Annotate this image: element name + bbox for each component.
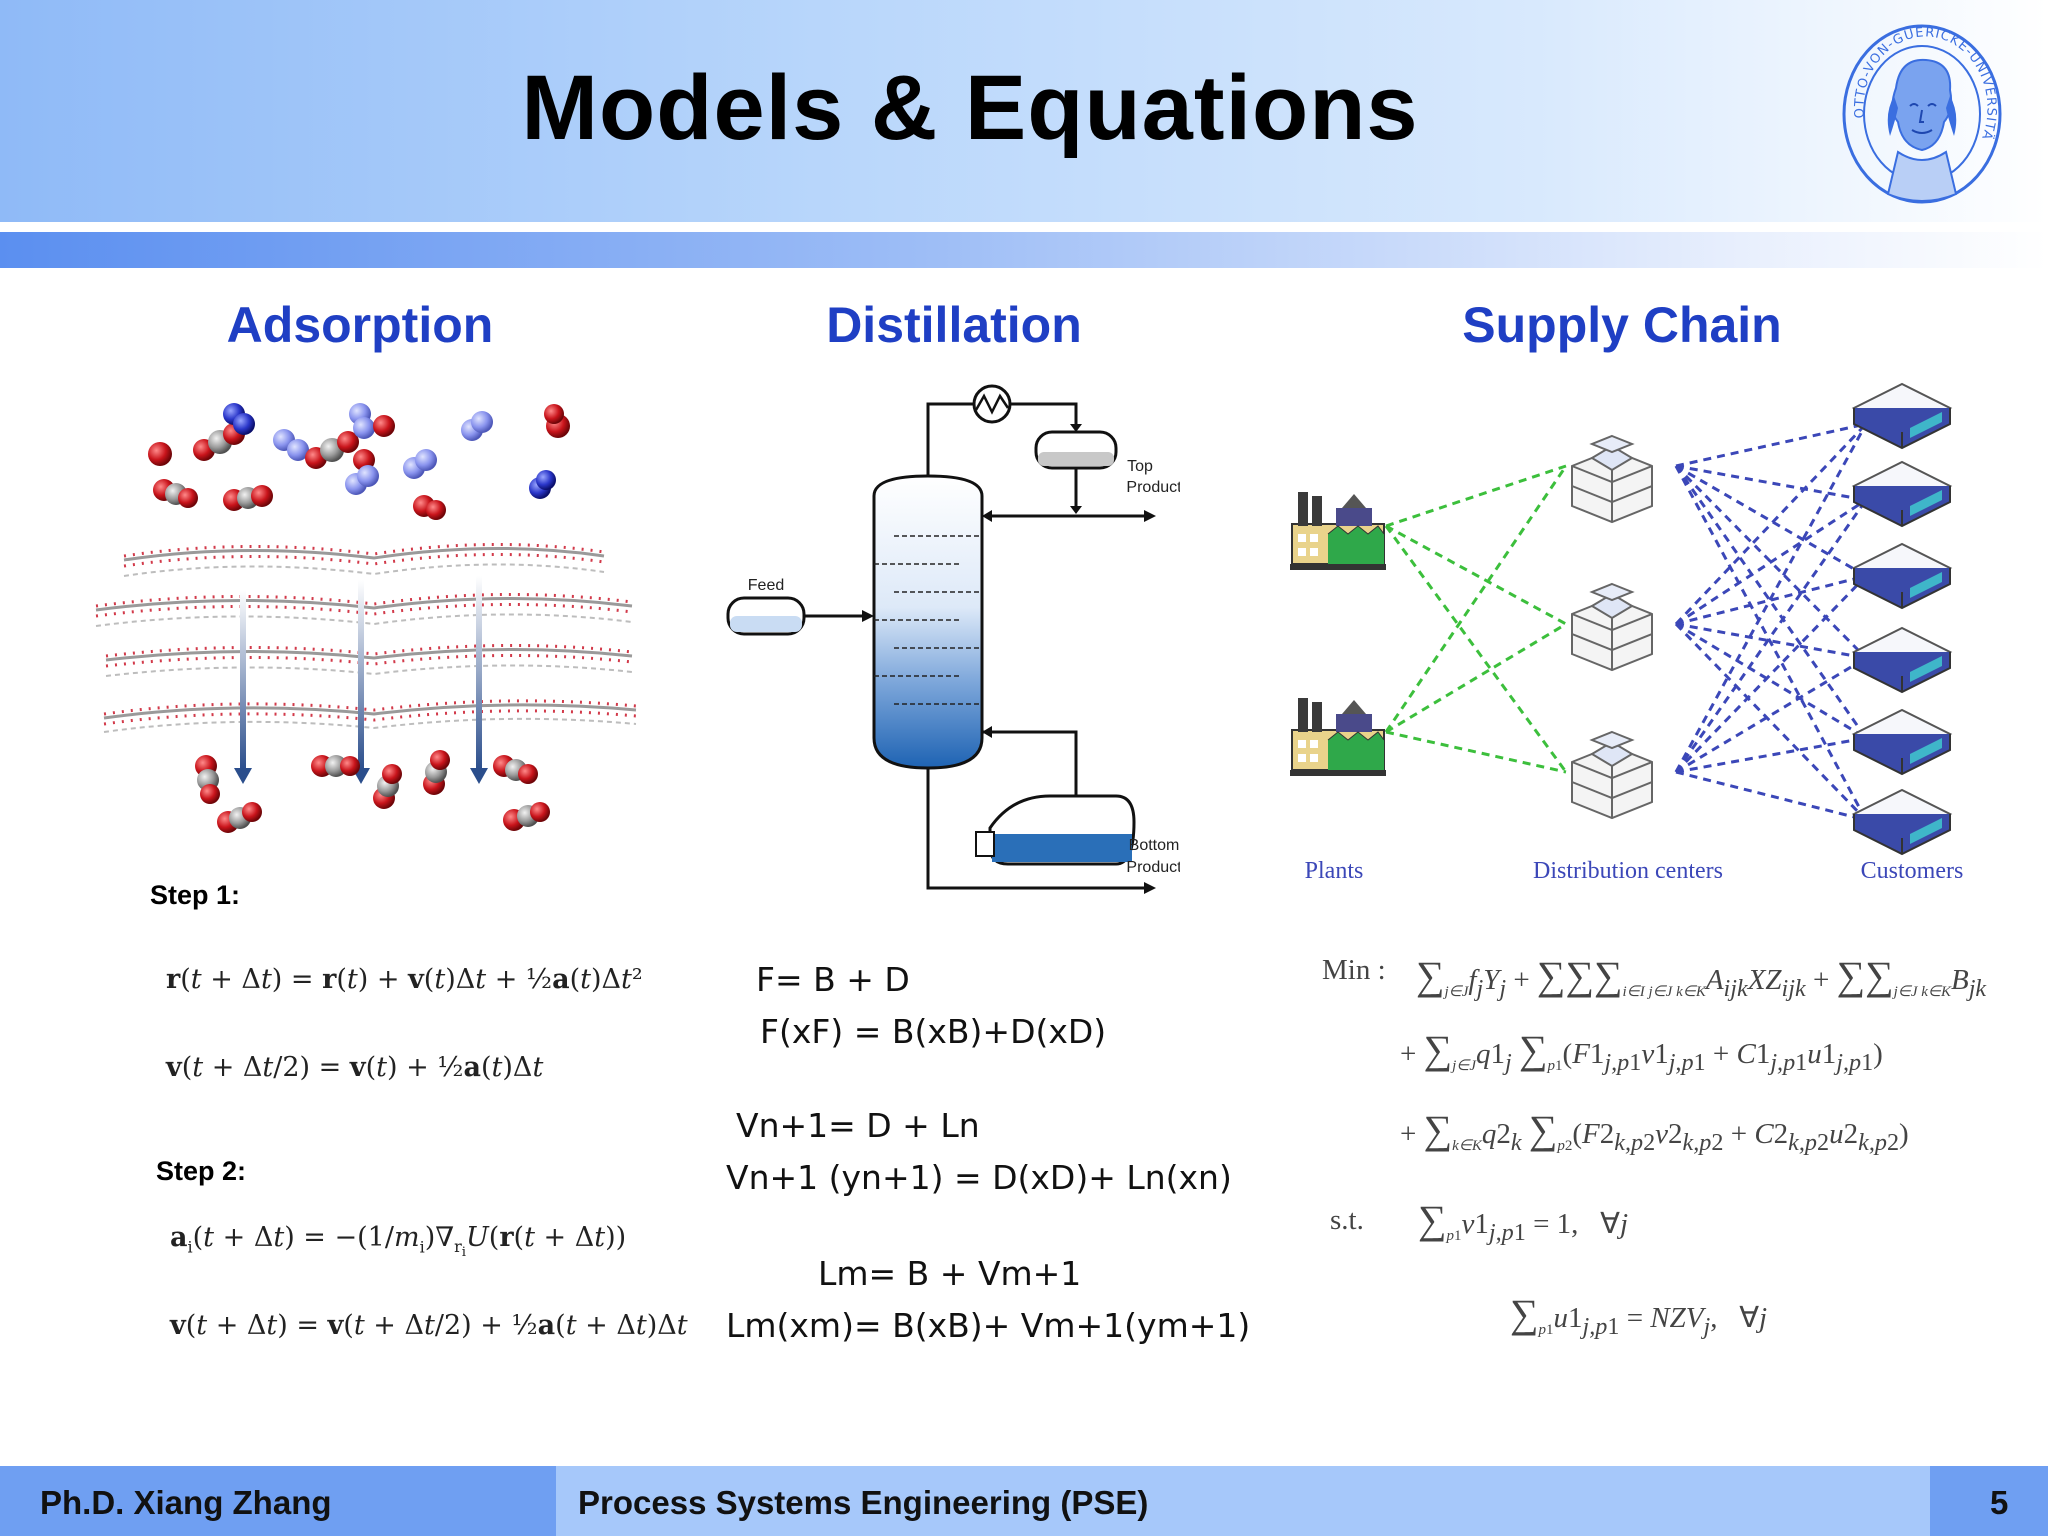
plants-label: Plants (1305, 858, 1364, 884)
header-accent-bar (0, 232, 2048, 268)
supply-chain-title: Supply Chain (1462, 297, 1782, 353)
customer-3-icon (1853, 543, 1951, 609)
adsorption-eq-position: r(t + Δt) = r(t) + v(t)Δt + ½a(t)Δt² (166, 964, 643, 995)
distillation-eq-4: Vn+1 (yn+1) = D(xD)+ Ln(xn) (726, 1158, 1232, 1197)
diffusion-arrows (234, 576, 488, 784)
distillation-eq-3: Vn+1= D + Ln (736, 1106, 980, 1145)
distribution-centers-label: Distribution centers (1533, 858, 1723, 884)
distillation-column (872, 474, 984, 770)
customer-5-icon (1853, 709, 1951, 775)
min-label: Min : (1322, 954, 1386, 986)
bottom-product-label-2: Product (1126, 859, 1180, 876)
adsorption-eq-half-velocity: v(t + Δt/2) = v(t) + ½a(t)Δt (166, 1052, 544, 1083)
slide-header (0, 0, 2048, 268)
distillation-eq-5: Lm= B + Vm+1 (818, 1254, 1082, 1293)
supply-chain-figure: Plants Distribution centers Customers (1289, 383, 1964, 884)
molecules-bottom (195, 750, 550, 833)
dc-1-icon (1571, 435, 1653, 523)
adsorption-title: Adsorption (226, 297, 494, 353)
distillation-figure: Top Product Feed Bottom Product (726, 384, 1180, 894)
top-product-label-2: Product (1126, 479, 1180, 496)
adsorption-eq-acceleration: ai(t + Δt) = −(1/mi)∇riU(r(t + Δt)) (170, 1222, 627, 1261)
feed-label: Feed (748, 577, 784, 594)
slide-footer: Ph.D. Xiang Zhang Process Systems Engine… (0, 1466, 2048, 1536)
dc-customer-links (1674, 422, 1868, 822)
bottom-product-label-1: Bottom (1129, 837, 1180, 854)
slide-title: Models & Equations (521, 57, 1419, 159)
distillation-eq-6: Lm(xm)= B(xB)+ Vm+1(ym+1) (726, 1306, 1251, 1345)
framework-layers (95, 543, 637, 733)
customer-4-icon (1853, 627, 1951, 693)
distillation-eq-2: F(xF) = B(xB)+D(xD) (760, 1012, 1107, 1051)
customers-label: Customers (1861, 858, 1964, 884)
objective-line-2: + ∑j∈Jq1j ∑p1(F1j,p1v1j,p1 + C1j,p1u1j,p… (1400, 1027, 1883, 1076)
customer-6-icon (1853, 789, 1951, 855)
plant-dc-links (1384, 464, 1568, 774)
plant-1-icon (1289, 491, 1387, 571)
constraint-2: ∑p1u1j,p1 = NZVj, ∀j (1510, 1291, 1768, 1340)
footer-course: Process Systems Engineering (PSE) (578, 1484, 1149, 1521)
constraint-1: ∑p1v1j,p1 = 1, ∀j (1418, 1197, 1629, 1246)
molecules-top (148, 403, 570, 520)
page-number: 5 (1990, 1484, 2009, 1521)
distillation-title: Distillation (826, 297, 1082, 353)
step2-label: Step 2: (156, 1156, 247, 1186)
objective-line-3: + ∑k∈Kq2k ∑p2(F2k,p2v2k,p2 + C2k,p2u2k,p… (1400, 1107, 1909, 1156)
st-label: s.t. (1330, 1204, 1364, 1236)
customer-1-icon (1853, 383, 1951, 449)
distillation-eq-1: F= B + D (756, 960, 910, 999)
adsorption-eq-velocity: v(t + Δt) = v(t + Δt/2) + ½a(t + Δt)Δt (170, 1310, 688, 1341)
dc-2-icon (1571, 583, 1653, 671)
university-seal-icon: OTTO-VON-GUERICKE-UNIVERSITÄT MAGDEBURG (1836, 18, 2002, 204)
objective-line-1: ∑j∈JfjYj + ∑∑∑i∈I j∈J k∈KAijkXZijk + ∑∑j… (1416, 953, 1987, 1002)
footer-author: Ph.D. Xiang Zhang (40, 1484, 332, 1521)
step1-label: Step 1: (150, 880, 241, 910)
top-product-label-1: Top (1127, 458, 1153, 475)
customer-2-icon (1853, 461, 1951, 527)
dc-3-icon (1571, 731, 1653, 819)
plant-2-icon (1289, 697, 1387, 777)
adsorption-figure (95, 403, 637, 833)
